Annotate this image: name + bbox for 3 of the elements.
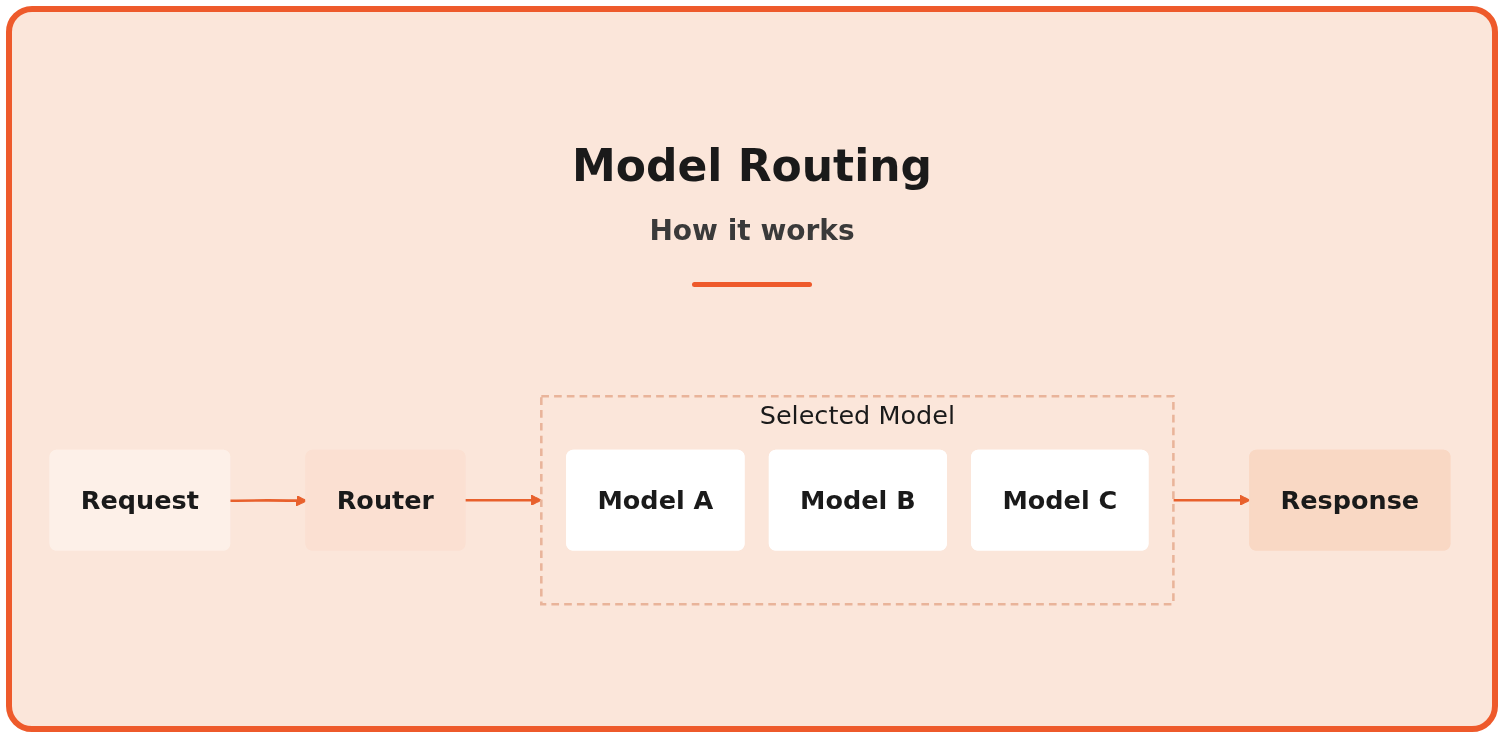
subtitle: How it works <box>648 214 856 247</box>
title: Model Routing <box>570 140 934 191</box>
arrow <box>464 494 542 506</box>
